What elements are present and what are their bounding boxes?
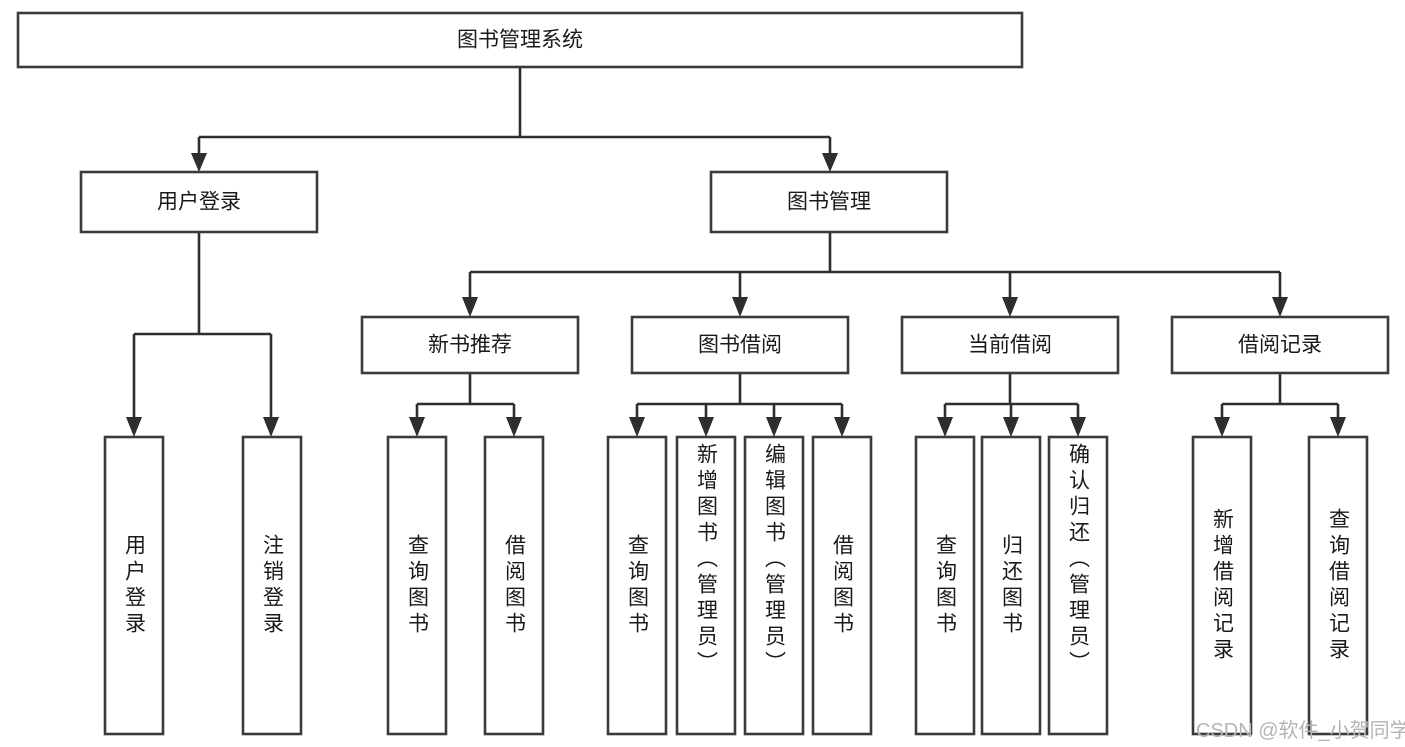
node-book-manage[interactable]: 图书管理 bbox=[709, 170, 949, 234]
leaf-box-query-book-1[interactable] bbox=[386, 435, 448, 736]
user-login-label: 用户登录 bbox=[157, 191, 241, 214]
arrow-book-manage-c1 bbox=[462, 297, 478, 317]
node-new-book-recommend[interactable]: 新书推荐 bbox=[360, 315, 580, 375]
new-book-recommend-box[interactable] bbox=[360, 315, 580, 375]
arrow-recommend-leaf-1 bbox=[409, 417, 425, 437]
leaf-box-borrow-book-2[interactable] bbox=[811, 435, 873, 736]
arrow-book-manage-c3 bbox=[1002, 297, 1018, 317]
current-borrow-label: 当前借阅 bbox=[968, 334, 1052, 357]
arrow-current-leaf-2 bbox=[1003, 417, 1019, 437]
arrow-borrow-leaf-2 bbox=[698, 417, 714, 437]
leaf-box-borrow-book-1[interactable] bbox=[483, 435, 545, 736]
arrow-current-leaf-3 bbox=[1070, 417, 1086, 437]
leaf-box-query-book-2[interactable] bbox=[606, 435, 668, 736]
leaf-box-user-login[interactable] bbox=[103, 435, 165, 736]
book-manage-box[interactable] bbox=[709, 170, 949, 234]
root-box[interactable] bbox=[16, 11, 1024, 69]
node-root[interactable]: 图书管理系统 bbox=[16, 11, 1024, 69]
arrow-book-manage-c2 bbox=[732, 297, 748, 317]
book-borrow-box[interactable] bbox=[630, 315, 850, 375]
arrow-record-leaf-1 bbox=[1214, 417, 1230, 437]
node-borrow-record[interactable]: 借阅记录 bbox=[1170, 315, 1390, 375]
leaf-box-logout[interactable] bbox=[241, 435, 303, 736]
borrow-record-label: 借阅记录 bbox=[1238, 334, 1322, 357]
borrow-record-box[interactable] bbox=[1170, 315, 1390, 375]
leaf-box-add-record[interactable] bbox=[1191, 435, 1253, 736]
arrow-root-to-user-login bbox=[191, 153, 207, 172]
arrow-current-leaf-1 bbox=[937, 417, 953, 437]
leaf-box-confirm-return[interactable] bbox=[1047, 435, 1109, 736]
edges-layer bbox=[126, 67, 1346, 437]
arrow-root-to-book-manage bbox=[822, 153, 838, 172]
arrow-record-leaf-2 bbox=[1330, 417, 1346, 437]
arrow-borrow-leaf-1 bbox=[629, 417, 645, 437]
arrow-user-login-leaf-1 bbox=[126, 417, 142, 437]
node-user-login[interactable]: 用户登录 bbox=[79, 170, 319, 234]
arrow-borrow-leaf-3 bbox=[766, 417, 782, 437]
new-book-recommend-label: 新书推荐 bbox=[428, 334, 512, 357]
arrow-borrow-leaf-4 bbox=[834, 417, 850, 437]
leaf-box-add-book[interactable] bbox=[675, 435, 737, 736]
user-login-box[interactable] bbox=[79, 170, 319, 234]
leaf-box-query-book-3[interactable] bbox=[914, 435, 976, 736]
node-book-borrow[interactable]: 图书借阅 bbox=[630, 315, 850, 375]
leaf-box-edit-book[interactable] bbox=[743, 435, 805, 736]
arrow-recommend-leaf-2 bbox=[506, 417, 522, 437]
leaf-boxes-layer bbox=[103, 435, 1369, 736]
book-borrow-label: 图书借阅 bbox=[698, 334, 782, 357]
arrow-book-manage-c4 bbox=[1272, 297, 1288, 317]
leaf-box-return-book[interactable] bbox=[980, 435, 1042, 736]
leaf-box-query-record[interactable] bbox=[1307, 435, 1369, 736]
node-current-borrow[interactable]: 当前借阅 bbox=[900, 315, 1120, 375]
arrow-user-login-leaf-2 bbox=[263, 417, 279, 437]
root-label: 图书管理系统 bbox=[457, 29, 583, 52]
current-borrow-box[interactable] bbox=[900, 315, 1120, 375]
book-manage-label: 图书管理 bbox=[787, 191, 871, 214]
